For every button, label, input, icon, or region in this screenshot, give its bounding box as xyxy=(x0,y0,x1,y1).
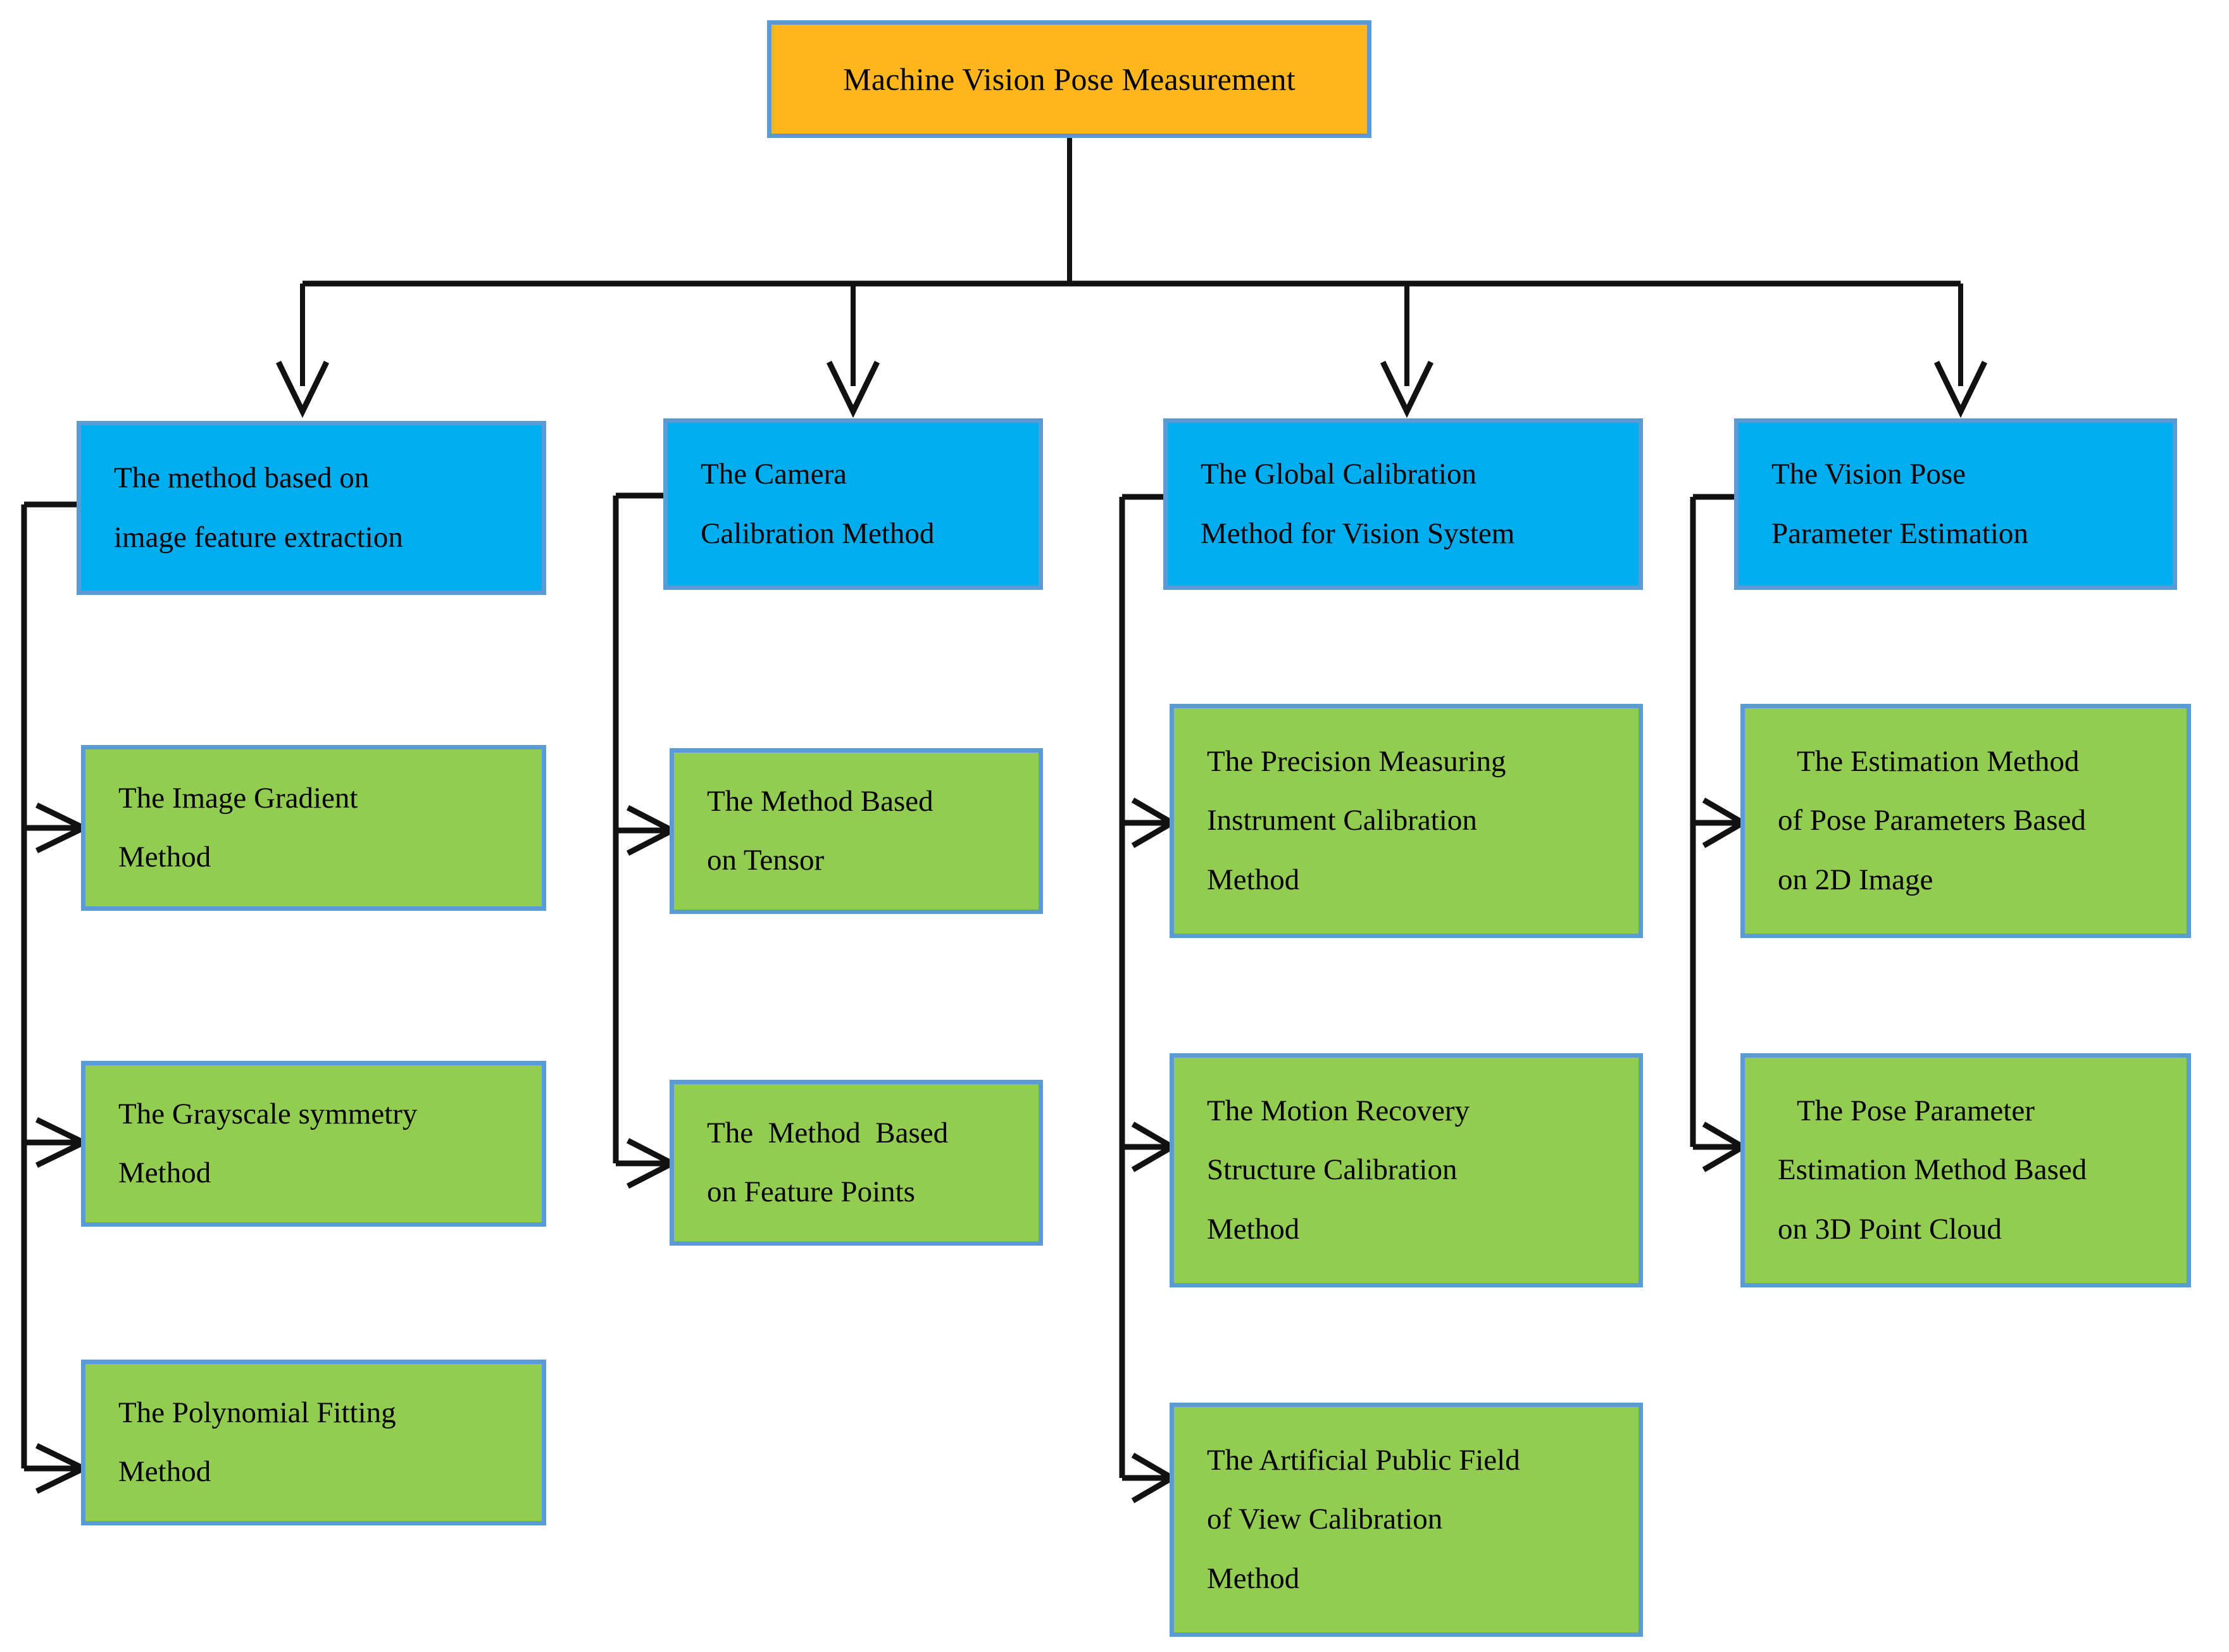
arrowhead-leaf-3-3 xyxy=(1131,1453,1178,1503)
branch-2-line-1: The Camera xyxy=(701,458,847,491)
leaf-node-grayscale-symmetry-method[interactable]: The Grayscale symmetry Method xyxy=(81,1061,546,1227)
branch-node-vision-pose-parameter-estimation[interactable]: The Vision Pose Parameter Estimation xyxy=(1734,418,2177,590)
branch-2-line-2: Calibration Method xyxy=(701,516,935,550)
leaf-3-3-line-3: Method xyxy=(1207,1561,1300,1595)
arrowhead-branch-4 xyxy=(1933,361,1988,418)
leaf-1-3-line-2: Method xyxy=(118,1455,211,1488)
leaf-node-image-gradient-method[interactable]: The Image Gradient Method xyxy=(81,745,546,911)
leaf-3-1-line-2: Instrument Calibration xyxy=(1207,804,1477,837)
leaf-1-2-line-1: The Grayscale symmetry xyxy=(118,1097,418,1130)
leaf-1-2-line-2: Method xyxy=(118,1156,211,1189)
leaf-4-1-line-3: on 2D Image xyxy=(1778,863,1933,896)
leaf-3-1-line-1: The Precision Measuring xyxy=(1207,745,1506,779)
arrowhead-leaf-2-2 xyxy=(626,1137,678,1189)
leaf-node-estimation-method-pose-parameters-2d-image[interactable]: The Estimation Method of Pose Parameters… xyxy=(1740,704,2191,938)
root-node-label: Machine Vision Pose Measurement xyxy=(843,61,1296,97)
arrowhead-leaf-2-1 xyxy=(626,804,678,856)
leaf-4-2-line-3: on 3D Point Cloud xyxy=(1778,1212,2002,1246)
arrowhead-leaf-1-1 xyxy=(35,802,91,854)
arrowhead-branch-1 xyxy=(275,361,330,418)
leaf-node-pose-parameter-estimation-3d-point-cloud[interactable]: The Pose Parameter Estimation Method Bas… xyxy=(1740,1053,2191,1287)
leaf-node-method-based-on-feature-points[interactable]: The Method Based on Feature Points xyxy=(670,1080,1043,1246)
branch-node-global-calibration-method-vision-system[interactable]: The Global Calibration Method for Vision… xyxy=(1163,418,1643,590)
arrowhead-branch-3 xyxy=(1380,361,1434,418)
leaf-2-2-line-1: The Method Based xyxy=(707,1116,949,1149)
arrowhead-leaf-3-2 xyxy=(1131,1122,1178,1172)
leaf-node-motion-recovery-structure-calibration[interactable]: The Motion Recovery Structure Calibratio… xyxy=(1170,1053,1643,1287)
leaf-4-1-line-1: The Estimation Method xyxy=(1797,745,2080,779)
branch-node-camera-calibration-method[interactable]: The Camera Calibration Method xyxy=(663,418,1043,590)
leaf-4-2-line-2: Estimation Method Based xyxy=(1778,1153,2087,1187)
arrowhead-leaf-4-2 xyxy=(1702,1122,1749,1172)
arrowhead-leaf-1-3 xyxy=(35,1442,91,1494)
leaf-2-1-line-1: The Method Based xyxy=(707,784,933,818)
leaf-3-2-line-1: The Motion Recovery xyxy=(1207,1094,1470,1128)
branch-3-line-2: Method for Vision System xyxy=(1201,516,1515,550)
arrowhead-leaf-1-2 xyxy=(35,1117,91,1168)
branch-node-image-feature-extraction[interactable]: The method based on image feature extrac… xyxy=(77,421,546,595)
leaf-3-1-line-3: Method xyxy=(1207,863,1300,896)
leaf-2-2-line-2: on Feature Points xyxy=(707,1175,915,1208)
leaf-3-3-line-2: of View Calibration xyxy=(1207,1503,1443,1536)
leaf-node-artificial-public-field-of-view-calibration[interactable]: The Artificial Public Field of View Cali… xyxy=(1170,1403,1643,1637)
leaf-4-2-line-1: The Pose Parameter xyxy=(1797,1094,2035,1128)
leaf-2-1-line-2: on Tensor xyxy=(707,844,825,877)
branch-3-line-1: The Global Calibration xyxy=(1201,458,1477,491)
leaf-1-1-line-1: The Image Gradient xyxy=(118,781,358,815)
leaf-1-3-line-1: The Polynomial Fitting xyxy=(118,1396,396,1429)
leaf-4-1-line-2: of Pose Parameters Based xyxy=(1778,804,2086,837)
branch-4-line-1: The Vision Pose xyxy=(1771,458,1966,491)
leaf-node-polynomial-fitting-method[interactable]: The Polynomial Fitting Method xyxy=(81,1360,546,1525)
leaf-3-2-line-3: Method xyxy=(1207,1212,1300,1246)
branch-1-line-1: The method based on xyxy=(114,461,370,495)
arrowhead-leaf-4-1 xyxy=(1702,798,1749,848)
leaf-1-1-line-2: Method xyxy=(118,841,211,873)
leaf-3-2-line-2: Structure Calibration xyxy=(1207,1153,1458,1187)
leaf-3-3-line-1: The Artificial Public Field xyxy=(1207,1444,1520,1477)
leaf-node-method-based-on-tensor[interactable]: The Method Based on Tensor xyxy=(670,748,1043,914)
arrowhead-branch-2 xyxy=(826,361,880,418)
root-node-machine-vision-pose-measurement[interactable]: Machine Vision Pose Measurement xyxy=(767,20,1371,138)
leaf-node-precision-measuring-instrument-calibration[interactable]: The Precision Measuring Instrument Calib… xyxy=(1170,704,1643,938)
branch-4-line-2: Parameter Estimation xyxy=(1771,516,2028,550)
arrowhead-leaf-3-1 xyxy=(1131,798,1178,848)
branch-1-line-2: image feature extraction xyxy=(114,520,403,554)
